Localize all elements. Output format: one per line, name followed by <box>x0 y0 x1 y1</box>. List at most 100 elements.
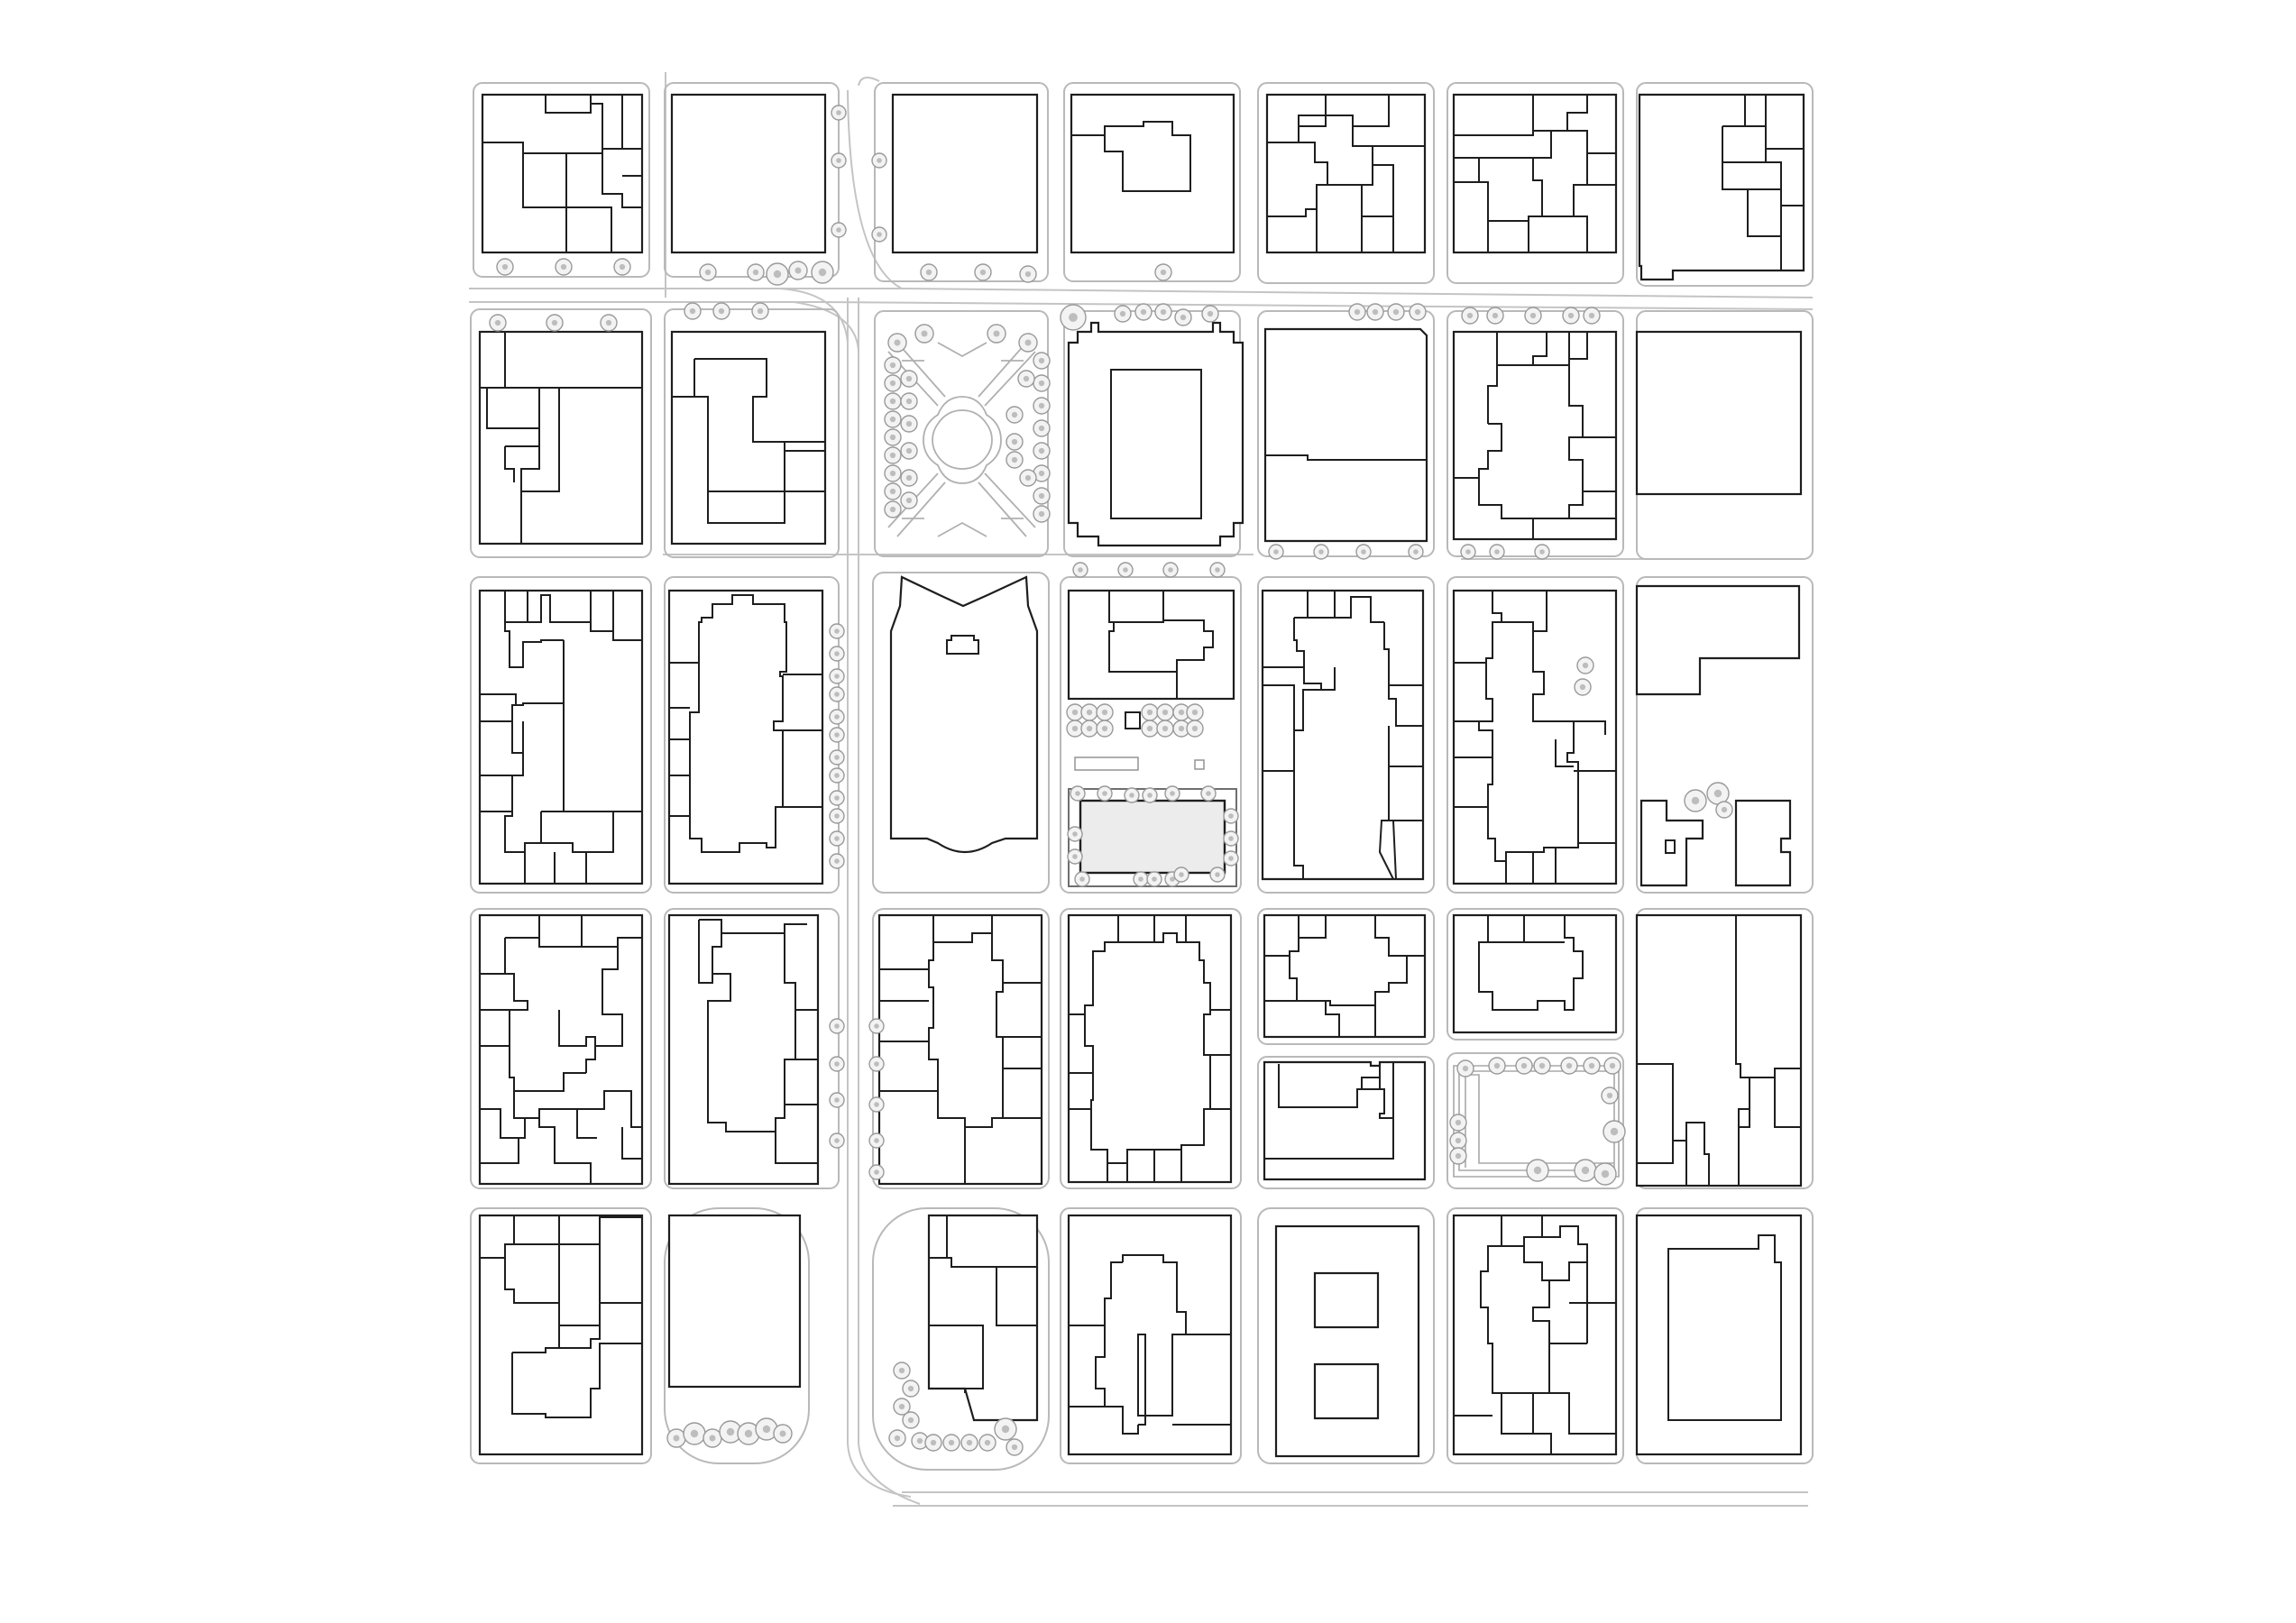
tree-center <box>1191 709 1199 716</box>
tree-center <box>905 398 913 405</box>
tree-center <box>1011 1444 1018 1451</box>
building-r4c5-top <box>1263 913 1427 1039</box>
tree-center <box>1455 1137 1462 1144</box>
tree-center <box>1179 872 1184 877</box>
tree-center <box>1024 474 1032 481</box>
building-r3c3-church <box>889 575 1039 853</box>
tree-center <box>834 1138 840 1143</box>
tree-center <box>1713 789 1722 798</box>
tree-center <box>1011 456 1018 463</box>
tree-center <box>1086 709 1093 716</box>
tree-center <box>889 416 896 423</box>
tree-center <box>1588 1062 1595 1069</box>
tree-center <box>836 227 841 233</box>
building-r4c4 <box>1067 913 1233 1184</box>
tree-center <box>704 269 712 276</box>
tree-center <box>1601 1169 1610 1178</box>
tree-center <box>834 813 840 819</box>
tree-center <box>1168 567 1173 573</box>
tree-center <box>834 628 840 634</box>
tree-center <box>1372 308 1379 316</box>
tree-center <box>1610 1127 1619 1136</box>
building-r3c7 <box>1635 584 1801 887</box>
tree-center <box>874 1102 879 1107</box>
tree-center <box>889 380 896 387</box>
tree-center <box>1138 876 1143 882</box>
tree-center <box>925 269 932 276</box>
tree-center <box>1024 270 1032 278</box>
tree-center <box>905 447 913 454</box>
tree-center <box>1539 549 1545 555</box>
building-r4c5-bottom <box>1263 1060 1427 1181</box>
tree-center <box>1207 310 1214 317</box>
tree-center <box>905 420 913 427</box>
tree-center <box>1170 876 1175 882</box>
building-r5c5 <box>1274 1224 1420 1458</box>
tree-center <box>834 836 840 841</box>
building-r2c6 <box>1452 330 1618 541</box>
street-trees <box>489 105 1733 1456</box>
building-r1c2 <box>670 93 827 254</box>
tree-center <box>1119 310 1126 317</box>
tree-center <box>1529 312 1537 319</box>
building-footprints <box>478 93 1805 1458</box>
tree-center <box>1455 1119 1462 1126</box>
tree-center <box>1123 567 1128 573</box>
tree-center <box>905 497 913 504</box>
building-r5c1 <box>478 1214 644 1456</box>
tree-center <box>1178 709 1185 716</box>
building-r5c6 <box>1452 1214 1618 1456</box>
tree-center <box>1354 308 1361 316</box>
tree-center <box>834 732 840 738</box>
tree-center <box>1466 312 1474 319</box>
building-r1c3 <box>891 93 1039 254</box>
building-r2c2 <box>670 330 827 546</box>
tree-center <box>834 1023 840 1029</box>
tree-center <box>744 1429 753 1438</box>
tree-center <box>1038 402 1045 409</box>
tree-center <box>889 488 896 495</box>
tree-center <box>1588 312 1595 319</box>
tree-center <box>1023 375 1030 382</box>
tree-center <box>1038 447 1045 454</box>
tree-center <box>1146 709 1153 716</box>
tree-center <box>551 319 558 326</box>
tree-center <box>1038 510 1045 518</box>
tree-center <box>836 158 841 163</box>
tree-center <box>1215 872 1220 877</box>
tree-center <box>757 307 764 315</box>
tree-center <box>501 263 509 270</box>
block-curbs <box>470 82 1814 1471</box>
building-r3c5 <box>1261 589 1425 881</box>
tree-center <box>1038 357 1045 364</box>
tree-center <box>979 269 987 276</box>
tree-center <box>984 1439 991 1446</box>
tree-center <box>1078 567 1083 573</box>
tree-center <box>894 339 901 346</box>
tree-center <box>1414 308 1421 316</box>
building-r1c1 <box>481 93 644 254</box>
tree-center <box>834 692 840 697</box>
tree-center <box>1318 549 1324 555</box>
tree-center <box>1129 793 1134 798</box>
building-r5c3 <box>927 1214 1039 1422</box>
tree-center <box>834 714 840 720</box>
tree-center <box>818 268 827 277</box>
tree-center <box>773 270 782 279</box>
tree-center <box>1146 725 1153 732</box>
tree-center <box>1140 308 1147 316</box>
tree-center <box>605 319 612 326</box>
tree-center <box>1071 725 1079 732</box>
building-r5c4 <box>1067 1214 1233 1456</box>
tree-center <box>907 1417 914 1424</box>
tree-center <box>834 1097 840 1103</box>
tree-center <box>834 795 840 801</box>
building-r4c1 <box>478 913 644 1186</box>
tree-center <box>1071 709 1079 716</box>
tree-center <box>1038 492 1045 500</box>
building-r4c3 <box>877 913 1043 1186</box>
tree-center <box>1160 308 1167 316</box>
tree-center <box>889 434 896 441</box>
tree-center <box>1492 312 1499 319</box>
tree-center <box>874 1023 879 1029</box>
